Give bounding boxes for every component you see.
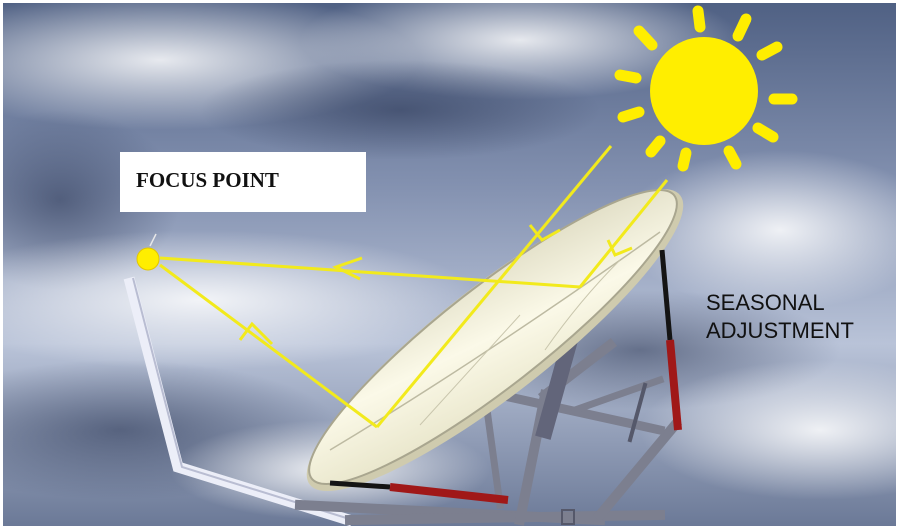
seasonal-adjustment-actuator xyxy=(659,249,682,431)
focus-point-label: FOCUS POINT xyxy=(136,168,279,192)
tilt-actuator xyxy=(329,480,509,504)
receiver-support-arm xyxy=(123,276,354,527)
focus-point-dot xyxy=(136,233,160,271)
sun-icon xyxy=(614,5,798,172)
seasonal-adjustment-label: SEASONAL ADJUSTMENT xyxy=(706,289,854,345)
seasonal-label-line-1: SEASONAL xyxy=(706,290,825,315)
seasonal-label-line-2: ADJUSTMENT xyxy=(706,318,854,343)
focus-point-label-box: FOCUS POINT xyxy=(120,152,366,212)
light-rays xyxy=(159,145,669,429)
parabolic-dish xyxy=(306,188,684,492)
